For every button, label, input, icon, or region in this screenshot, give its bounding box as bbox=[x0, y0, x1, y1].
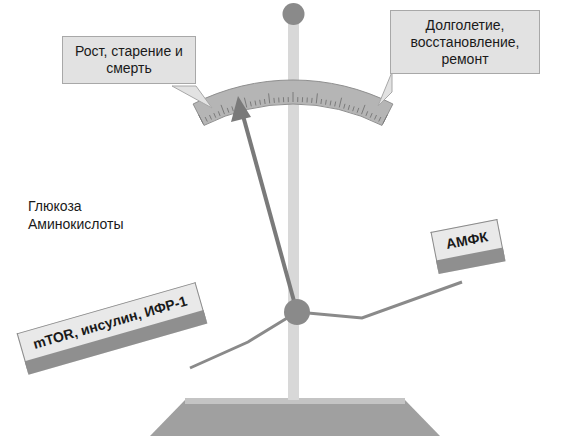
gauge-tick bbox=[250, 102, 251, 107]
scale-pan: mTOR, инсулин, ИФР-1 bbox=[17, 282, 207, 374]
gauge-tick bbox=[278, 98, 279, 103]
gauge-arc bbox=[193, 80, 393, 125]
pointer-head bbox=[231, 96, 251, 122]
gauge-tick bbox=[255, 101, 257, 106]
gauge-tick bbox=[339, 98, 341, 108]
gauge-tick bbox=[205, 117, 207, 122]
scale-pan: АМФК bbox=[431, 219, 506, 274]
node-text: mTOR, инсулин, ИФР-1 bbox=[31, 293, 189, 352]
gauge-tick bbox=[320, 99, 322, 104]
gauge-pointer bbox=[242, 112, 297, 312]
gauge-tick bbox=[283, 97, 284, 102]
gauge-tick bbox=[311, 98, 313, 103]
gauge-tick bbox=[288, 97, 289, 102]
callout-tail bbox=[378, 72, 392, 106]
gauge-tick bbox=[210, 115, 212, 120]
gauge-tick bbox=[273, 98, 275, 103]
gauge-tick bbox=[297, 97, 298, 102]
gauge-tick bbox=[232, 106, 234, 111]
callout-box: Долголетие, восстановление, ремонт bbox=[390, 10, 540, 74]
gauge-tick bbox=[375, 115, 377, 120]
gauge-tick bbox=[325, 100, 327, 105]
gauge-tick bbox=[199, 115, 204, 124]
gauge-tick bbox=[302, 97, 303, 102]
node-text: АМФК bbox=[445, 228, 490, 252]
gauge-tick bbox=[344, 104, 345, 109]
free-label: Глюкоза Аминокислоты bbox=[28, 198, 133, 233]
node-text: Рост, старение и смерть bbox=[71, 43, 187, 77]
gauge-tick bbox=[214, 113, 216, 118]
gauge-tick bbox=[259, 100, 261, 105]
gauge-tick bbox=[357, 108, 359, 113]
gauge-tick bbox=[293, 92, 294, 102]
callout-box: Рост, старение и смерть bbox=[62, 36, 196, 84]
gauge-tick bbox=[370, 113, 372, 118]
gauge-tick bbox=[307, 98, 308, 103]
gauge-tick bbox=[218, 111, 220, 116]
pivot bbox=[284, 299, 310, 325]
gauge-tick bbox=[379, 117, 381, 122]
gauge-tick bbox=[330, 101, 332, 106]
gauge-ticks bbox=[199, 92, 388, 124]
gauge-tick bbox=[316, 93, 317, 103]
gauge-tick bbox=[244, 98, 246, 108]
gauge-tick bbox=[221, 105, 225, 114]
gauge-tick bbox=[366, 111, 368, 116]
node-text: Долголетие, восстановление, ремонт bbox=[399, 17, 531, 67]
gauge-tick bbox=[264, 99, 266, 104]
scale-beam-right bbox=[297, 282, 462, 318]
gauge-tick bbox=[335, 102, 336, 107]
gauge-tick bbox=[362, 105, 366, 114]
gauge-tick bbox=[383, 115, 388, 124]
gauge-tick bbox=[348, 105, 349, 110]
callout-tail bbox=[172, 86, 212, 108]
gauge-tick bbox=[353, 106, 355, 111]
pole-top-ball bbox=[283, 3, 305, 25]
gauge-tick bbox=[269, 93, 270, 103]
gauge-tick bbox=[227, 108, 229, 113]
scale-base bbox=[150, 400, 440, 436]
scale-pole bbox=[288, 18, 299, 400]
